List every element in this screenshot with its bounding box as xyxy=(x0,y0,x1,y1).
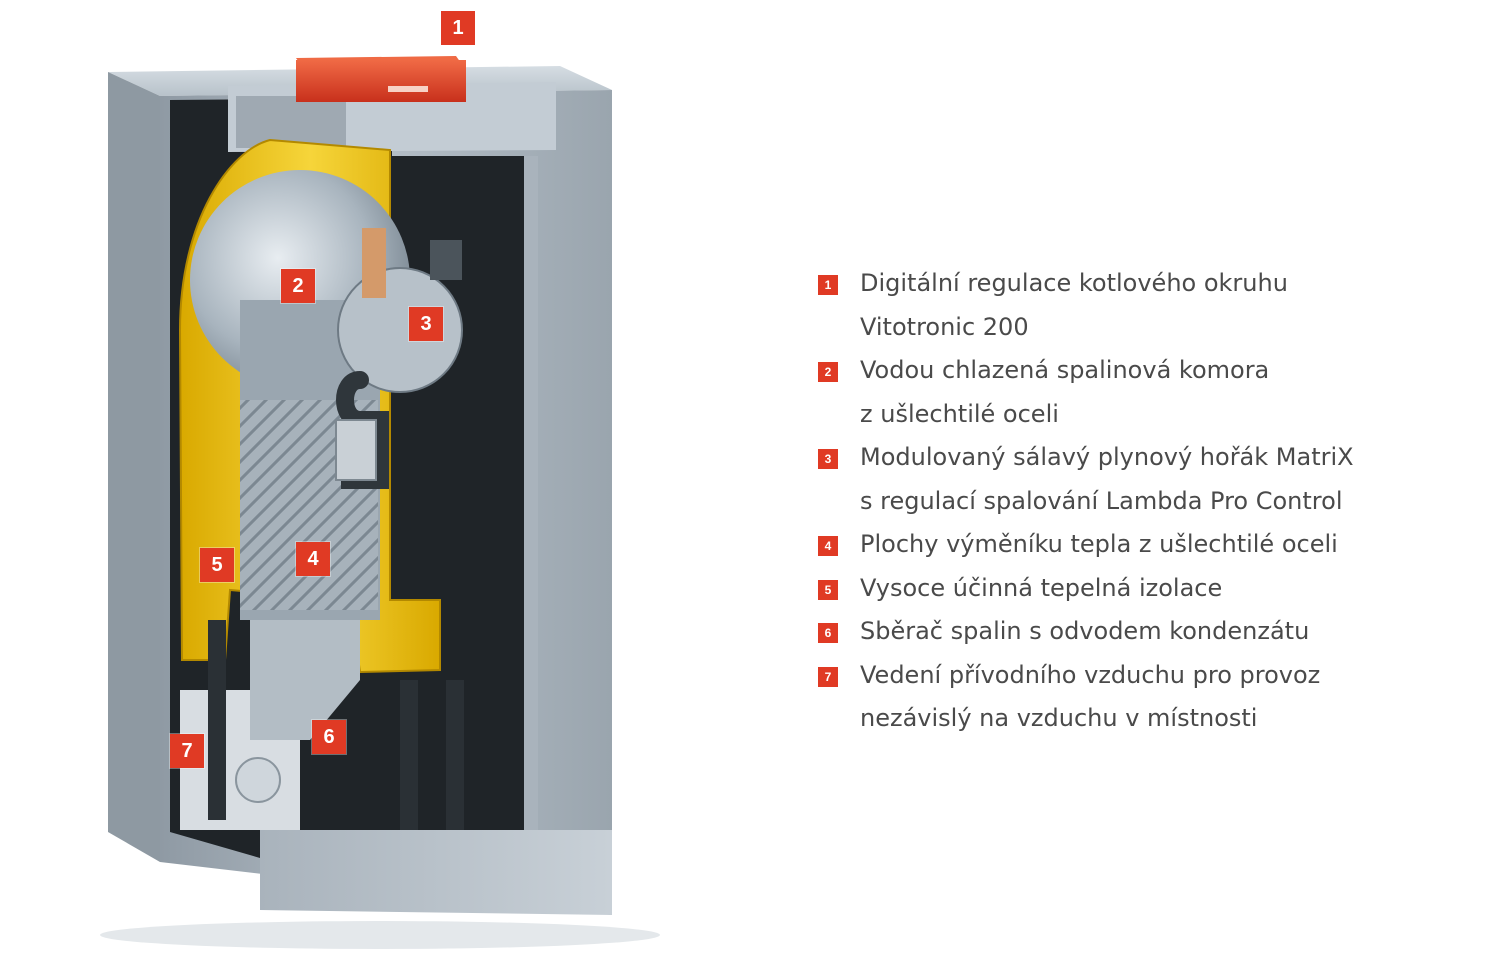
legend-item-6: 6 Sběrač spalin s odvodem kondenzátu xyxy=(818,610,1458,654)
marker-4: 4 xyxy=(296,542,330,576)
legend-line: Vodou chlazená spalinová komora xyxy=(860,356,1270,384)
legend-text: Vysoce účinná tepelná izolace xyxy=(860,567,1222,611)
ignition-unit xyxy=(430,240,462,280)
legend-text: Vedení přívodního vzduchu pro provoz nezá… xyxy=(860,654,1320,741)
legend-line: Vysoce účinná tepelná izolace xyxy=(860,573,1223,602)
marker-1: 1 xyxy=(441,11,475,45)
legend-number-badge: 1 xyxy=(818,275,838,295)
legend-item-4: 4 Plochy výměníku tepla z ušlechtilé ocel… xyxy=(818,523,1458,567)
floor-shadow xyxy=(100,921,660,949)
control-unit-badge xyxy=(388,86,428,92)
marker-6: 6 xyxy=(312,720,346,754)
legend-item-7: 7 Vedení přívodního vzduchu pro provoz nez… xyxy=(818,654,1458,741)
legend-line: Plochy výměníku tepla z ušlechtilé oceli xyxy=(860,530,1338,558)
casing-left-side xyxy=(108,72,160,862)
legend-line: nezávislý na vzduchu v místnosti xyxy=(860,704,1258,732)
flexible-hose xyxy=(335,419,377,481)
control-unit xyxy=(296,60,466,102)
burner-tube xyxy=(362,228,386,298)
legend-line: z ušlechtilé oceli xyxy=(860,399,1059,428)
legend-item-3: 3 Modulovaný sálavý plynový hořák MatriX s… xyxy=(818,436,1458,523)
legend-number-badge: 3 xyxy=(818,449,838,469)
boiler-cutaway-drawing xyxy=(100,56,660,949)
marker-5: 5 xyxy=(200,548,234,582)
condensate-trap xyxy=(235,757,281,803)
legend-line: Modulovaný sálavý plynový hořák MatriX xyxy=(860,443,1354,471)
marker-2: 2 xyxy=(281,269,315,303)
flue-duct-opening xyxy=(236,96,346,148)
legend-item-2: 2 Vodou chlazená spalinová komora z ušlech… xyxy=(818,349,1458,436)
burner-housing xyxy=(337,267,463,393)
base-tray xyxy=(260,830,612,915)
legend-line: Vedení přívodního vzduchu pro provoz xyxy=(860,660,1321,689)
marker-7: 7 xyxy=(170,734,204,768)
legend-text: Sběrač spalin s odvodem kondenzátu xyxy=(860,610,1309,654)
rear-leg xyxy=(400,680,418,830)
legend-line: Digitální regulace kotlového okruhu xyxy=(860,269,1288,297)
legend-text: Plochy výměníku tepla z ušlechtilé oceli xyxy=(860,523,1338,567)
legend-line: Sběrač spalin s odvodem kondenzátu xyxy=(860,617,1310,645)
legend-number-badge: 7 xyxy=(818,666,838,687)
rear-leg-2 xyxy=(446,680,464,830)
legend-number-badge: 6 xyxy=(818,623,838,643)
air-pipe-elbow xyxy=(336,371,389,489)
legend-line: Vitotronic 200 xyxy=(860,312,1029,341)
legend-number-badge: 4 xyxy=(818,536,838,556)
legend-item-5: 5 Vysoce účinná tepelná izolace xyxy=(818,567,1458,611)
legend-number-badge: 2 xyxy=(818,362,838,382)
legend-number-badge: 5 xyxy=(818,579,838,600)
legend-line: s regulací spalování Lambda Pro Control xyxy=(860,486,1343,515)
marker-3: 3 xyxy=(409,307,443,341)
flue-collector xyxy=(250,620,360,740)
legend-text: Vodou chlazená spalinová komora z ušlecht… xyxy=(860,349,1269,436)
left-leg xyxy=(208,620,226,820)
right-panel-edge xyxy=(524,156,538,830)
legend-text: Modulovaný sálavý plynový hořák MatriX s … xyxy=(860,436,1354,523)
boiler-cutaway-illustration: 1 2 3 4 5 6 7 xyxy=(0,0,700,964)
